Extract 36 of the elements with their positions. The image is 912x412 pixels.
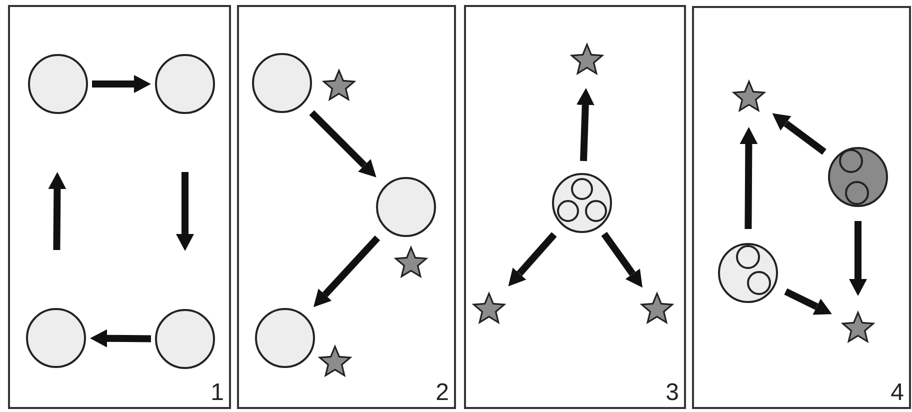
star-shape	[472, 291, 506, 325]
arrow	[740, 127, 758, 230]
panel-number: 2	[436, 381, 449, 405]
circle-shape	[845, 181, 869, 205]
circle-shape	[839, 149, 863, 173]
panel-number: 1	[210, 381, 224, 405]
star-shape	[732, 79, 766, 113]
arrow	[90, 329, 152, 348]
star-shape	[841, 310, 875, 344]
star-shape	[640, 291, 674, 325]
panel-frame	[692, 6, 911, 409]
circle-shape	[571, 178, 593, 200]
circle-shape	[585, 200, 607, 222]
circle-shape	[557, 200, 579, 222]
arrow	[176, 172, 194, 251]
arrow	[313, 236, 380, 308]
panel-number: 4	[890, 381, 904, 405]
circle-shape	[736, 245, 760, 269]
arrow	[508, 232, 557, 286]
panel-number: 3	[666, 381, 679, 405]
arrow	[601, 232, 642, 288]
panel-frame	[237, 5, 456, 409]
arrow	[772, 113, 826, 155]
star-shape	[318, 344, 352, 378]
arrow	[48, 172, 66, 250]
arrow	[849, 221, 867, 296]
star-shape	[322, 68, 356, 102]
circle-shape	[747, 271, 771, 295]
panel-frame	[464, 5, 686, 409]
arrow	[784, 288, 832, 315]
arrow	[309, 110, 376, 178]
star-shape	[394, 245, 428, 279]
arrow	[92, 75, 151, 93]
panel-frame	[8, 5, 231, 409]
arrow	[576, 88, 594, 162]
star-shape	[570, 42, 604, 76]
